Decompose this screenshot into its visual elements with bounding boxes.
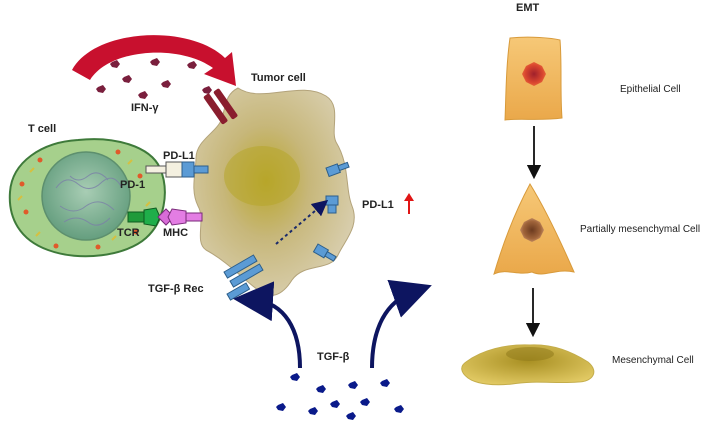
tcr-mhc-interaction	[127, 207, 203, 227]
epithelial-cell	[504, 36, 563, 121]
t-cell-label: T cell	[28, 123, 56, 135]
mesenchymal-cell	[461, 344, 595, 386]
mhc-label: MHC	[163, 227, 188, 239]
tgf-beta-receptor-label: TGF-β Rec	[148, 283, 204, 295]
tumor-nucleus	[224, 146, 300, 206]
ifn-receptor	[203, 88, 238, 125]
t-cell-nucleus	[41, 151, 131, 241]
t-cell-granules	[19, 149, 143, 250]
up-arrow-icon	[404, 193, 414, 214]
tumor-cell	[193, 87, 355, 296]
pd1-pdl1-interaction	[145, 161, 209, 178]
red-curved-arrow	[72, 35, 236, 86]
pd-l1-receptor-label: PD-L1	[163, 150, 195, 162]
pd-l1-up-label: PD-L1	[362, 199, 394, 211]
mhc-molecule	[167, 208, 187, 226]
tcr-receptor	[127, 211, 145, 223]
epithelial-nucleus	[522, 62, 546, 86]
mesenchymal-nucleus	[506, 347, 554, 361]
tcr-label: TCR	[117, 227, 140, 239]
tgf-beta-label: TGF-β	[317, 351, 350, 363]
tgf-to-receptor-arrow	[233, 281, 302, 369]
tgf-beta-molecules	[276, 373, 404, 420]
tgf-to-emt-arrow	[370, 279, 432, 369]
surface-pd-l1	[312, 161, 350, 262]
t-cell-filaments	[17, 159, 151, 241]
emt-title: EMT	[516, 2, 540, 14]
mesenchymal-label: Mesenchymal Cell	[612, 355, 694, 366]
t-cell	[8, 138, 166, 258]
epithelial-label: Epithelial Cell	[620, 84, 681, 95]
partial-label: Partially mesenchymal Cell	[580, 224, 700, 235]
ifn-gamma-molecules	[96, 58, 212, 99]
partially-mesenchymal-cell	[493, 182, 575, 275]
ifn-gamma-label: IFN-γ	[131, 102, 159, 114]
upregulation-dotted-arrow	[275, 199, 329, 245]
partial-nucleus	[520, 218, 544, 242]
pd-l1-ligand	[181, 161, 195, 178]
tumor-cell-label: Tumor cell	[251, 72, 306, 84]
pd-1-label: PD-1	[120, 179, 145, 191]
